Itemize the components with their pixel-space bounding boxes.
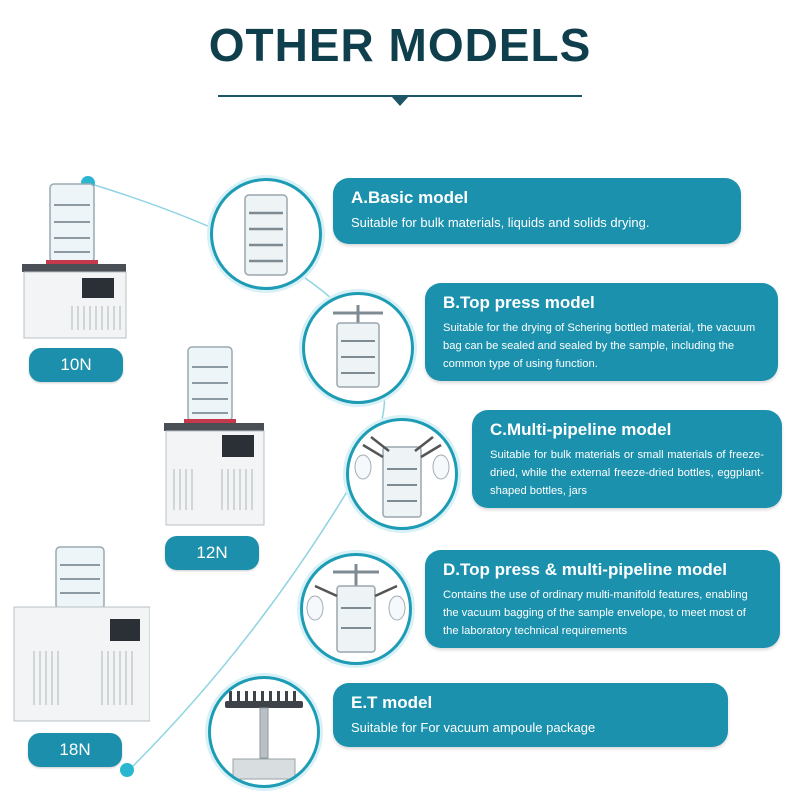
- model-size-label-10n: 10N: [29, 348, 123, 382]
- model-c-image: [346, 418, 458, 530]
- model-d-card: D.Top press & multi-pipeline model Conta…: [425, 550, 780, 648]
- page-title: OTHER MODELS: [208, 19, 592, 71]
- connector-dot-bottom: [120, 763, 134, 777]
- freeze-dryer-12n-image: [164, 346, 265, 526]
- model-e-title: E.T model: [351, 693, 433, 712]
- model-c-description: Suitable for bulk materials or small mat…: [490, 449, 764, 497]
- model-a-image: [210, 178, 322, 290]
- freeze-dryer-10n-image: [22, 183, 127, 339]
- model-a-description: Suitable for bulk materials, liquids and…: [351, 215, 650, 230]
- model-b-image: [302, 292, 414, 404]
- model-c-card: C.Multi-pipeline model Suitable for bulk…: [472, 410, 782, 508]
- model-size-label-12n: 12N: [165, 536, 259, 570]
- model-d-description: Contains the use of ordinary multi-manif…: [443, 589, 748, 637]
- model-size-label-18n: 18N: [28, 733, 122, 767]
- model-a-card: A.Basic model Suitable for bulk material…: [333, 178, 741, 244]
- model-b-description: Suitable for the drying of Schering bott…: [443, 322, 756, 370]
- model-e-description: Suitable for For vacuum ampoule package: [351, 720, 596, 735]
- model-d-title: D.Top press & multi-pipeline model: [443, 560, 727, 579]
- model-d-image: [300, 553, 412, 665]
- model-e-card: E.T model Suitable for For vacuum ampoul…: [333, 683, 728, 747]
- title-divider-notch: [391, 96, 409, 106]
- model-b-card: B.Top press model Suitable for the dryin…: [425, 283, 778, 381]
- model-a-title: A.Basic model: [351, 188, 469, 207]
- freeze-dryer-18n-image: [13, 546, 150, 722]
- model-e-image: [208, 676, 320, 788]
- model-c-title: C.Multi-pipeline model: [490, 420, 672, 439]
- model-b-title: B.Top press model: [443, 293, 595, 312]
